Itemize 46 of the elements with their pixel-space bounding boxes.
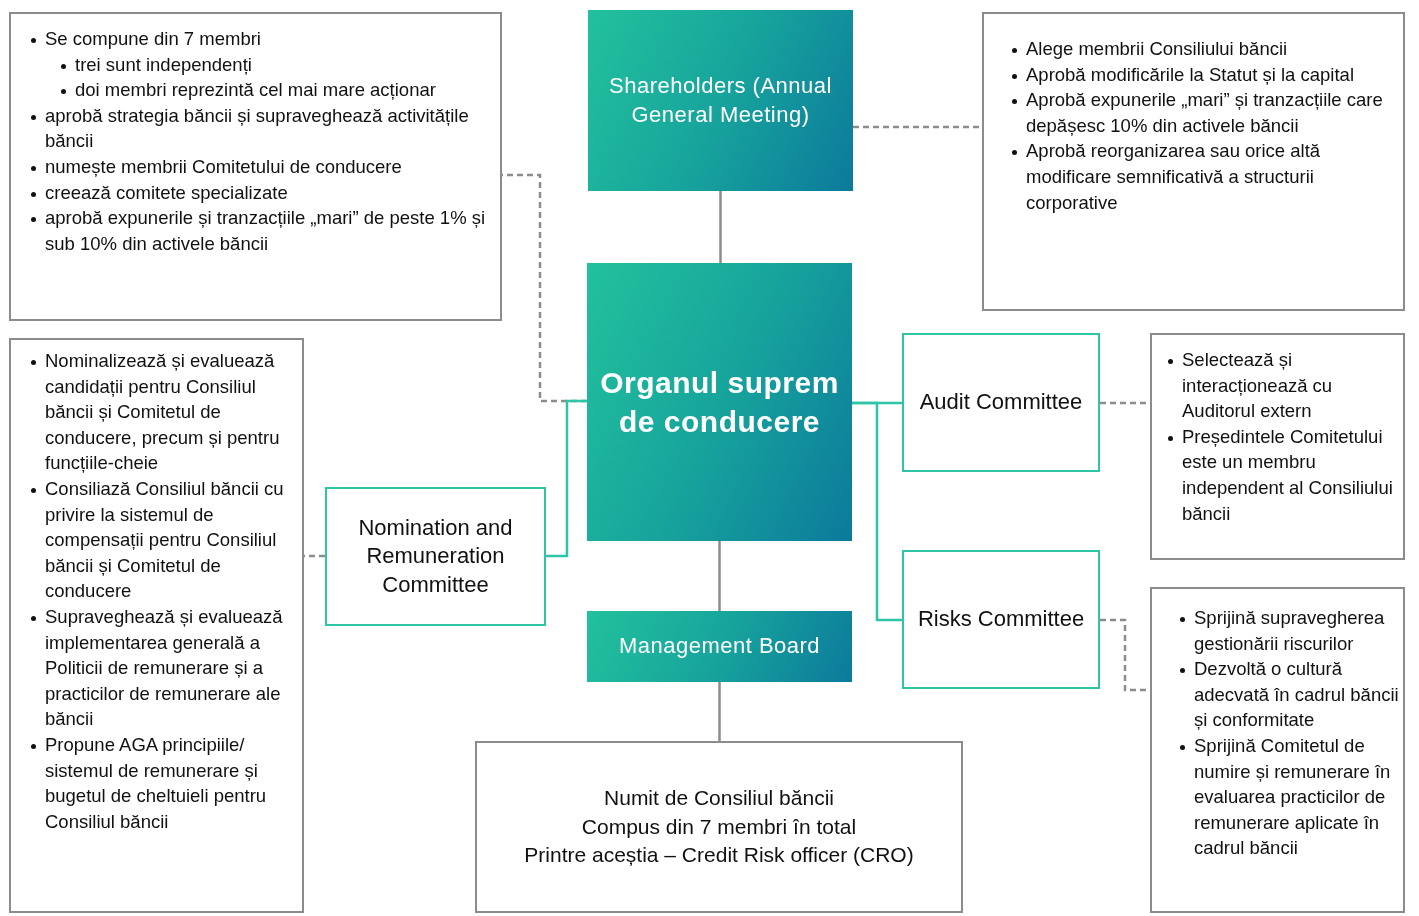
header-box xyxy=(587,611,852,682)
bullet-item: Nominalizează și evaluează candidații pentru Consiliul băncii și Comitetul de conducere, precum și pentru funcțiile-cheie xyxy=(21,348,298,476)
connector-line xyxy=(719,191,722,263)
bullet-item: creează comitete specializate xyxy=(21,179,288,206)
committee-name: Risks Committee xyxy=(916,605,1086,634)
bullet-item: Alege membrii Consiliului băncii xyxy=(1002,36,1288,62)
bullet-item: Selectează și interacționează cu Auditorul extern xyxy=(1158,347,1399,424)
box-title: Shareholders (Annual General Meeting) xyxy=(608,71,833,129)
connector-line xyxy=(718,682,721,741)
bullet-item: Sprijină supravegherea gestionării riscurilor xyxy=(1170,605,1399,657)
notes-box xyxy=(9,12,502,321)
bullet-item: Aprobă reorganizarea sau orice altă modificare semnificativă a structurii corporative xyxy=(1002,138,1397,216)
bullet-item: numește membrii Comitetului de conducere xyxy=(21,153,402,180)
description-line: Numit de Consiliul băncii xyxy=(604,785,834,812)
box-title: Management Board xyxy=(617,632,822,661)
bullet-item: aprobă expunerile și tranzacțiile „mari” de peste 1% și sub 10% din activele băncii xyxy=(21,205,492,257)
committee-box xyxy=(902,333,1100,472)
notes-box xyxy=(1150,333,1405,560)
committee-box xyxy=(902,550,1100,689)
bullet-item: Consiliază Consiliul băncii cu privire la sistemul de compensații pentru Consiliul băncii și Comitetul de conducere xyxy=(21,475,298,604)
description-line: Compus din 7 membri în total xyxy=(581,813,857,840)
connector-line xyxy=(546,399,587,558)
bullet-item: Președintele Comitetului este un membru independent al Consiliului băncii xyxy=(1158,423,1399,527)
notes-box xyxy=(982,12,1405,311)
bullet-item: trei sunt independenți xyxy=(21,51,252,78)
connector-line xyxy=(853,125,982,129)
box-title: Organul suprem de conducere xyxy=(599,365,840,440)
connector-line xyxy=(718,541,721,611)
committee-box xyxy=(325,487,546,626)
header-box xyxy=(587,263,852,541)
notes-box xyxy=(9,338,304,913)
committee-name: Nomination and Remuneration Committee xyxy=(357,513,514,599)
bullet-item: Dezvoltă o cultură adecvată în cadrul băncii și conformitate xyxy=(1170,656,1399,733)
bullet-item: Aprobă expunerile „mari” și tranzacțiile care depășesc 10% din activele băncii xyxy=(1002,87,1397,139)
bullet-item: Se compune din 7 membri xyxy=(21,26,261,52)
description-box xyxy=(475,741,963,913)
description-line: Printre aceștia – Credit Risk officer (CRO) xyxy=(524,842,914,869)
committee-name: Audit Committee xyxy=(918,388,1084,417)
bullet-item: Propune AGA principiile/ sistemul de remunerare și bugetul de cheltuieli pentru Consiliul băncii xyxy=(21,731,298,835)
bullet-item: doi membri reprezintă cel mai mare acționar xyxy=(21,77,436,103)
header-box xyxy=(588,10,853,191)
bullet-item: Sprijină Comitetul de numire și remunerare în evaluarea practicilor de remunerare aplicate în cadrul băncii xyxy=(1170,732,1399,861)
bullet-item: Aprobă modificările la Statut și la capital xyxy=(1002,61,1355,88)
bullet-item: Supraveghează și evaluează implementarea generală a Politicii de remunerare și a practicilor de remunerare ale băncii xyxy=(21,603,298,732)
connector-line xyxy=(852,401,902,622)
notes-box xyxy=(1150,587,1405,913)
